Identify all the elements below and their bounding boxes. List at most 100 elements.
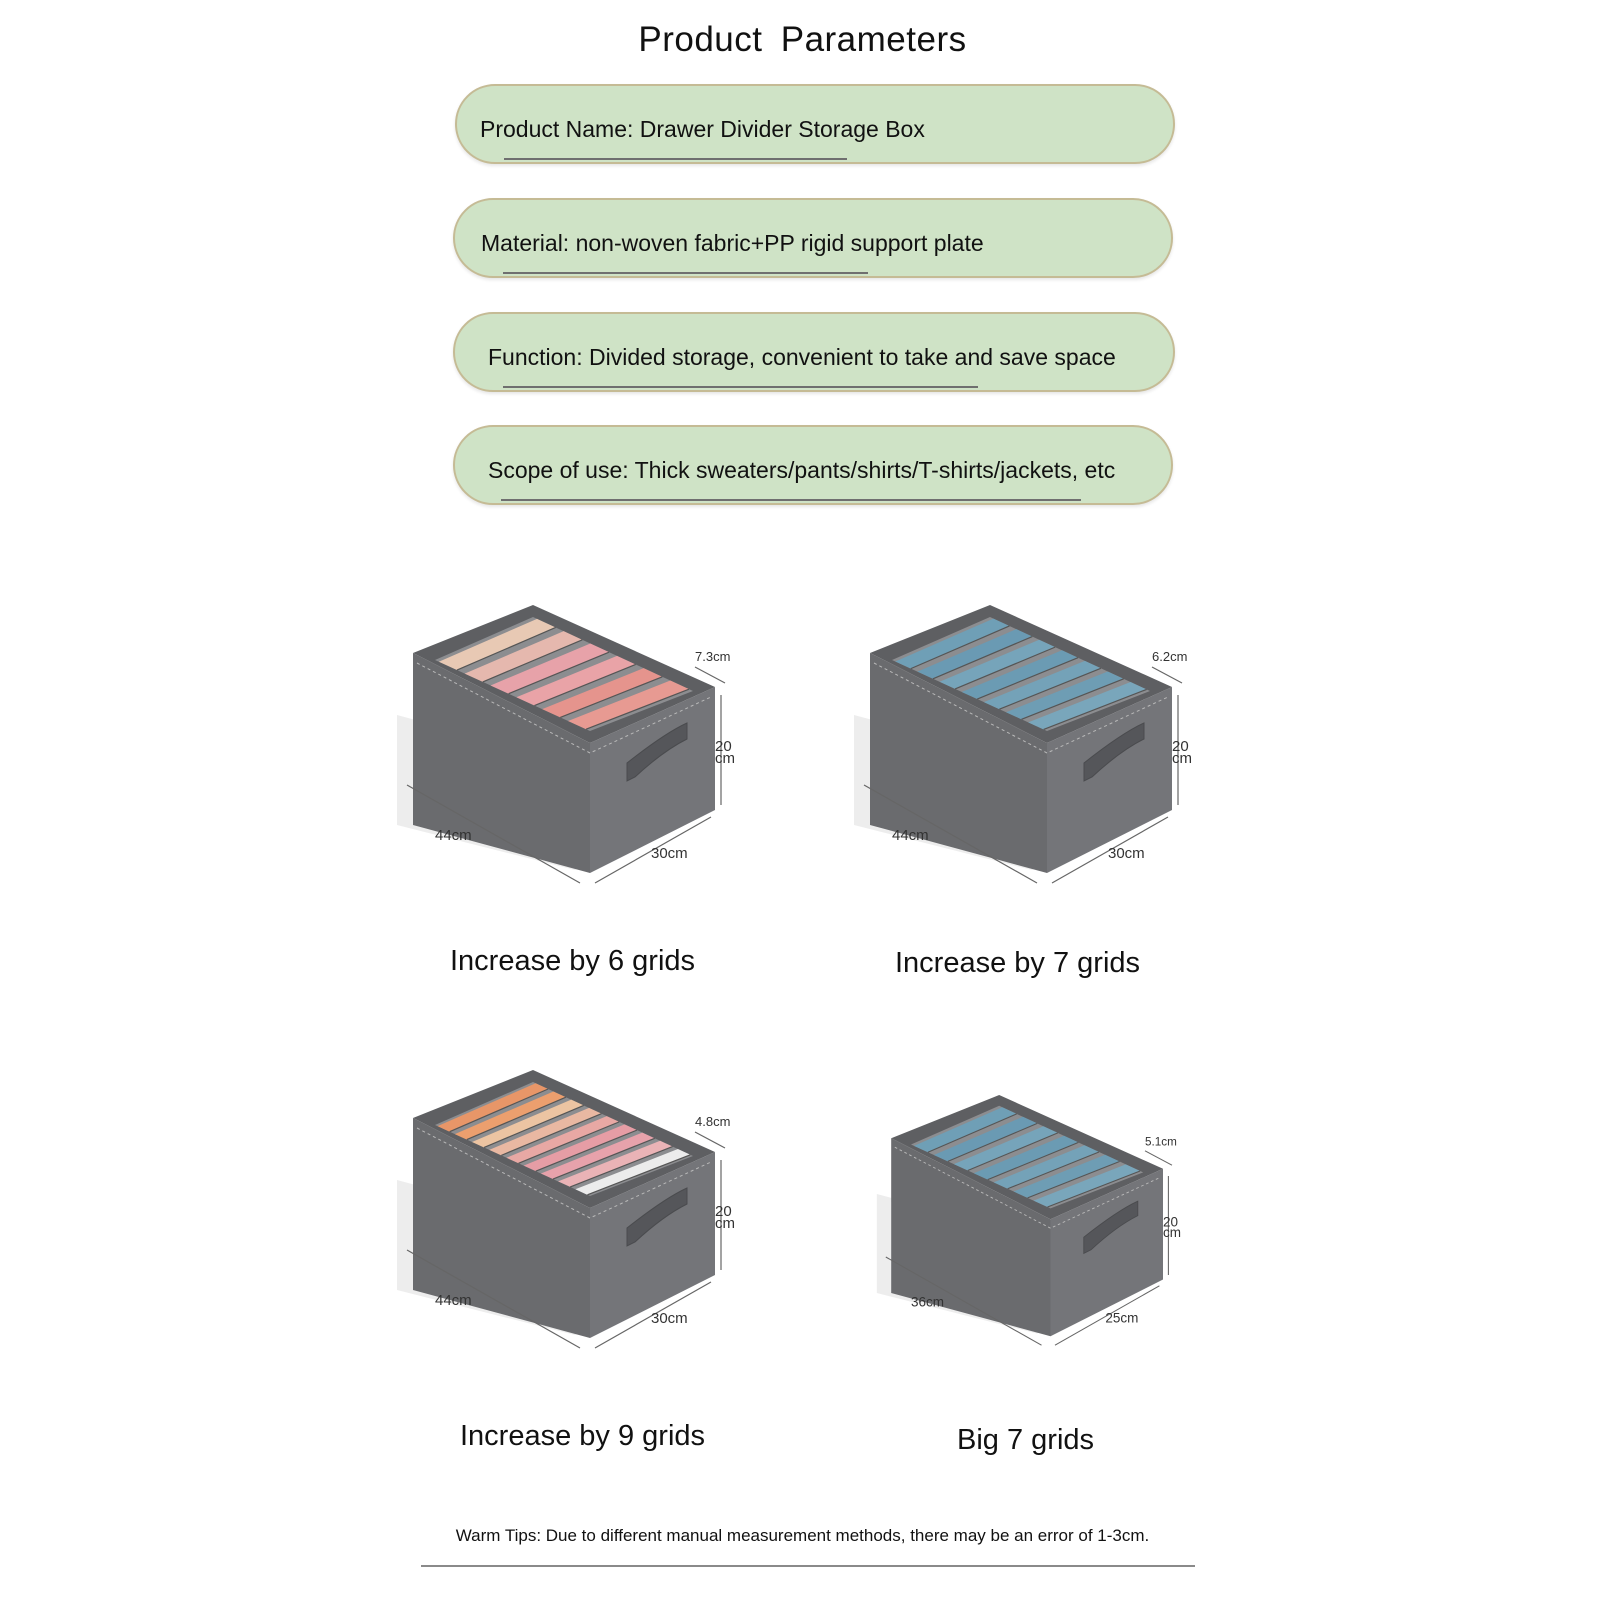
param-product-name: Product Name: Drawer Divider Storage Box bbox=[455, 84, 1175, 164]
height-value-label: 20 bbox=[1172, 738, 1189, 755]
compartment-dimension-line bbox=[1151, 666, 1183, 684]
caption-7-grids: Increase by 7 grids bbox=[895, 947, 1141, 979]
divider bbox=[501, 1113, 602, 1156]
divider bbox=[449, 1088, 549, 1133]
param-text: Scope of use: Thick sweaters/pants/shirt… bbox=[488, 457, 1116, 483]
divider bbox=[977, 657, 1079, 700]
divider bbox=[967, 1132, 1059, 1172]
compartment-label: 5.1cm bbox=[1145, 1135, 1177, 1148]
param-text: Material: non-woven fabric+PP rigid supp… bbox=[481, 230, 984, 256]
divider bbox=[947, 1122, 1038, 1162]
bottom-divider bbox=[421, 1565, 1195, 1567]
fabric-roll bbox=[542, 668, 663, 718]
divider bbox=[560, 676, 663, 718]
fabric-roll bbox=[993, 1145, 1099, 1189]
fabric-roll bbox=[983, 660, 1101, 710]
divider bbox=[910, 625, 1010, 670]
divider bbox=[932, 636, 1033, 680]
fabric-roll bbox=[454, 1091, 566, 1140]
fabric-roll bbox=[1028, 682, 1147, 730]
divider bbox=[1043, 688, 1147, 731]
fabric-roll bbox=[1033, 1164, 1141, 1208]
fabric-roll bbox=[523, 1124, 637, 1172]
underline bbox=[503, 386, 978, 388]
handle bbox=[1083, 722, 1145, 782]
param-text: Product Name: Drawer Divider Storage Box bbox=[480, 116, 925, 142]
stitching bbox=[873, 662, 1169, 754]
fabric-roll bbox=[437, 1083, 549, 1132]
compartment-label: 6.2cm bbox=[1152, 649, 1187, 664]
fabric-roll bbox=[540, 1132, 655, 1180]
divider bbox=[954, 646, 1056, 690]
underline bbox=[504, 158, 847, 160]
caption-9-grids: Increase by 9 grids bbox=[460, 1420, 706, 1452]
fabric-roll bbox=[489, 1107, 602, 1156]
length-dimension-line bbox=[406, 1249, 581, 1349]
caption-6-grids: Increase by 6 grids bbox=[450, 945, 696, 977]
compartment-dimension-line bbox=[1144, 1150, 1173, 1166]
width-dimension-line bbox=[594, 1281, 712, 1349]
fabric-roll bbox=[490, 643, 609, 694]
width-dimension-line bbox=[1051, 816, 1169, 884]
warm-tips: Warm Tips: Due to different manual measu… bbox=[455, 1526, 1150, 1545]
divider bbox=[569, 1145, 673, 1188]
compartment-label: 4.8cm bbox=[695, 1114, 730, 1129]
fabric-roll bbox=[558, 1140, 673, 1187]
fabric-roll bbox=[939, 639, 1056, 689]
height-unit-label: cm bbox=[715, 750, 735, 767]
length-label: 44cm bbox=[892, 827, 929, 844]
divider bbox=[585, 688, 690, 730]
height-unit-label: cm bbox=[715, 1215, 735, 1232]
fabric-roll bbox=[464, 631, 583, 682]
divider bbox=[518, 1121, 620, 1164]
divider bbox=[552, 1137, 656, 1180]
height-value-label: 20 bbox=[715, 1203, 732, 1220]
width-label: 30cm bbox=[651, 1310, 688, 1327]
fabric-roll bbox=[917, 629, 1033, 679]
fabric-roll bbox=[973, 1135, 1079, 1180]
compartment-dimension-line bbox=[694, 666, 726, 684]
box-front bbox=[870, 653, 1047, 873]
width-label: 30cm bbox=[651, 845, 688, 862]
page-title: Product Parameters bbox=[638, 20, 967, 59]
length-dimension-line bbox=[406, 784, 581, 884]
width-label: 30cm bbox=[1108, 845, 1145, 862]
divider bbox=[987, 1141, 1079, 1181]
divider bbox=[456, 626, 556, 671]
height-unit-label: cm bbox=[1163, 1225, 1181, 1240]
param-material: Material: non-woven fabric+PP rigid supp… bbox=[453, 198, 1173, 278]
length-dimension-line bbox=[885, 1256, 1042, 1346]
length-label: 44cm bbox=[435, 827, 472, 844]
length-label: 44cm bbox=[435, 1292, 472, 1309]
divider bbox=[927, 1113, 1017, 1153]
stitching bbox=[416, 1127, 712, 1219]
divider bbox=[535, 1129, 638, 1172]
box-front bbox=[891, 1138, 1051, 1337]
handle bbox=[1083, 1200, 1139, 1255]
width-dimension-line bbox=[594, 816, 712, 884]
fabric-roll bbox=[953, 1126, 1058, 1171]
fabric-roll bbox=[472, 1099, 584, 1148]
width-dimension-line bbox=[1054, 1285, 1160, 1346]
compartment-label: 7.3cm bbox=[695, 649, 730, 664]
underline bbox=[501, 499, 1081, 501]
divider bbox=[534, 663, 636, 707]
box-front bbox=[413, 1118, 590, 1338]
divider bbox=[1007, 1151, 1100, 1190]
stitching bbox=[894, 1146, 1160, 1229]
divider bbox=[1027, 1160, 1120, 1199]
divider bbox=[1047, 1170, 1141, 1208]
height-value-label: 20 bbox=[1163, 1214, 1178, 1229]
param-function: Function: Divided storage, convenient to… bbox=[453, 312, 1175, 392]
stitching bbox=[416, 662, 712, 754]
length-dimension-line bbox=[863, 784, 1038, 884]
underline bbox=[503, 272, 868, 274]
handle bbox=[626, 722, 688, 782]
fabric-roll bbox=[1006, 671, 1124, 720]
box-front bbox=[413, 653, 590, 873]
